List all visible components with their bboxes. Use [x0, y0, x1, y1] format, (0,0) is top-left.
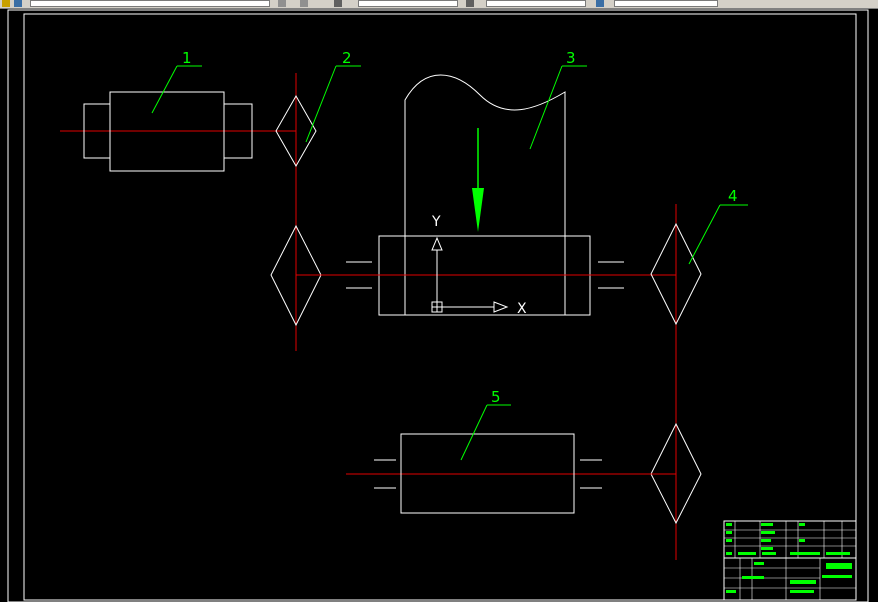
part-2-gear-small[interactable] — [275, 94, 317, 168]
part-5-roller[interactable] — [346, 433, 676, 514]
gear-lower-left[interactable] — [270, 224, 322, 327]
ucs-icon: Y X — [431, 214, 527, 317]
drawing-inner-border — [23, 13, 857, 601]
balloon-5: 5 — [491, 388, 501, 406]
direction-arrow-head — [472, 188, 484, 232]
layer-properties-icon[interactable] — [2, 0, 10, 7]
part-1-motor[interactable] — [60, 91, 296, 172]
leader-2[interactable]: 2 — [305, 49, 361, 143]
leader-3[interactable]: 3 — [529, 49, 587, 150]
drawing-outer-border — [7, 9, 869, 602]
gear-lower-right[interactable] — [650, 422, 702, 525]
color-control-icon[interactable] — [334, 0, 342, 7]
plotstyle-dropdown[interactable] — [614, 0, 718, 7]
leader-1[interactable]: 1 — [151, 49, 202, 114]
make-current-icon[interactable] — [278, 0, 286, 7]
plotstyle-icon[interactable] — [596, 0, 604, 7]
layer-state-icon[interactable] — [14, 0, 22, 7]
linetype-dropdown[interactable] — [358, 0, 458, 7]
ram-column — [404, 74, 566, 315]
balloon-3: 3 — [566, 49, 576, 67]
ucs-y-label: Y — [431, 214, 441, 230]
cad-toolbar — [0, 0, 878, 9]
motor-end-right — [223, 103, 253, 159]
roller-body — [400, 433, 575, 514]
part-3-ram[interactable] — [378, 74, 591, 316]
balloon-1: 1 — [182, 49, 192, 67]
drawing-canvas[interactable]: Y X 1 2 3 4 5 — [0, 8, 878, 602]
motor-end-left — [83, 103, 111, 159]
lineweight-dropdown[interactable] — [486, 0, 586, 7]
layer-dropdown[interactable] — [30, 0, 270, 7]
balloon-4: 4 — [728, 187, 738, 205]
lineweight-icon[interactable] — [466, 0, 474, 7]
title-block — [723, 520, 857, 601]
layer-previous-icon[interactable] — [300, 0, 308, 7]
balloon-2: 2 — [342, 49, 352, 67]
ucs-x-label: X — [517, 301, 527, 317]
leader-5[interactable]: 5 — [460, 388, 511, 461]
leader-4[interactable]: 4 — [688, 187, 748, 265]
